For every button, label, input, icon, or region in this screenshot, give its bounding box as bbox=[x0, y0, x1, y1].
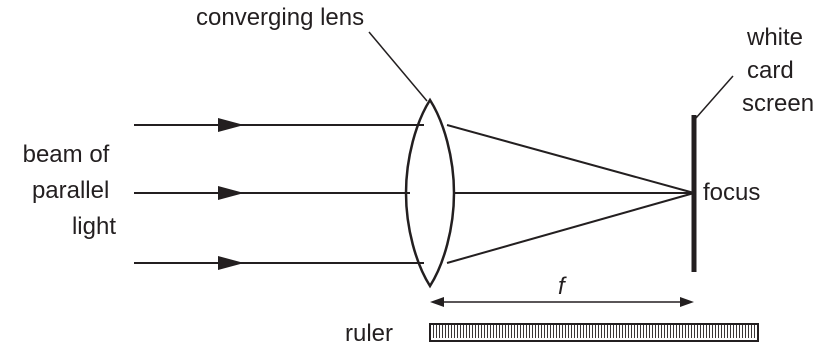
beam-label: beam of parallel light bbox=[23, 141, 117, 240]
screen-label-line-1: white bbox=[746, 24, 803, 51]
refracted-rays bbox=[446, 124, 695, 264]
focal-length-arrowhead-left bbox=[430, 297, 444, 307]
screen-label: white card screen bbox=[742, 24, 814, 117]
ruler-body bbox=[429, 323, 759, 342]
beam-label-line-2: parallel bbox=[32, 177, 109, 204]
ray-bottom-arrowhead bbox=[218, 256, 244, 270]
incoming-rays bbox=[134, 118, 424, 270]
beam-label-line-1: beam of bbox=[23, 141, 110, 168]
focal-length-label: f bbox=[558, 273, 567, 300]
ruler-tick-marks bbox=[430, 324, 758, 338]
ray-bottom-refracted bbox=[446, 192, 695, 264]
ray-top-refracted bbox=[446, 124, 695, 194]
focus-label: focus bbox=[703, 179, 760, 206]
screen-label-line-3: screen bbox=[742, 90, 814, 117]
ray-top-arrowhead bbox=[218, 118, 244, 132]
screen-label-leader bbox=[695, 75, 734, 119]
ruler bbox=[429, 323, 759, 342]
converging-lens bbox=[404, 97, 456, 289]
focal-length-arrowhead-right bbox=[680, 297, 694, 307]
ray-middle-arrowhead bbox=[218, 186, 244, 200]
lens-label-leader bbox=[368, 31, 428, 102]
beam-label-line-3: light bbox=[72, 213, 116, 240]
focal-length-arrow bbox=[430, 297, 694, 307]
screen-label-line-2: card bbox=[747, 57, 794, 84]
lens-label: converging lens bbox=[196, 4, 364, 31]
ruler-label: ruler bbox=[345, 320, 393, 347]
